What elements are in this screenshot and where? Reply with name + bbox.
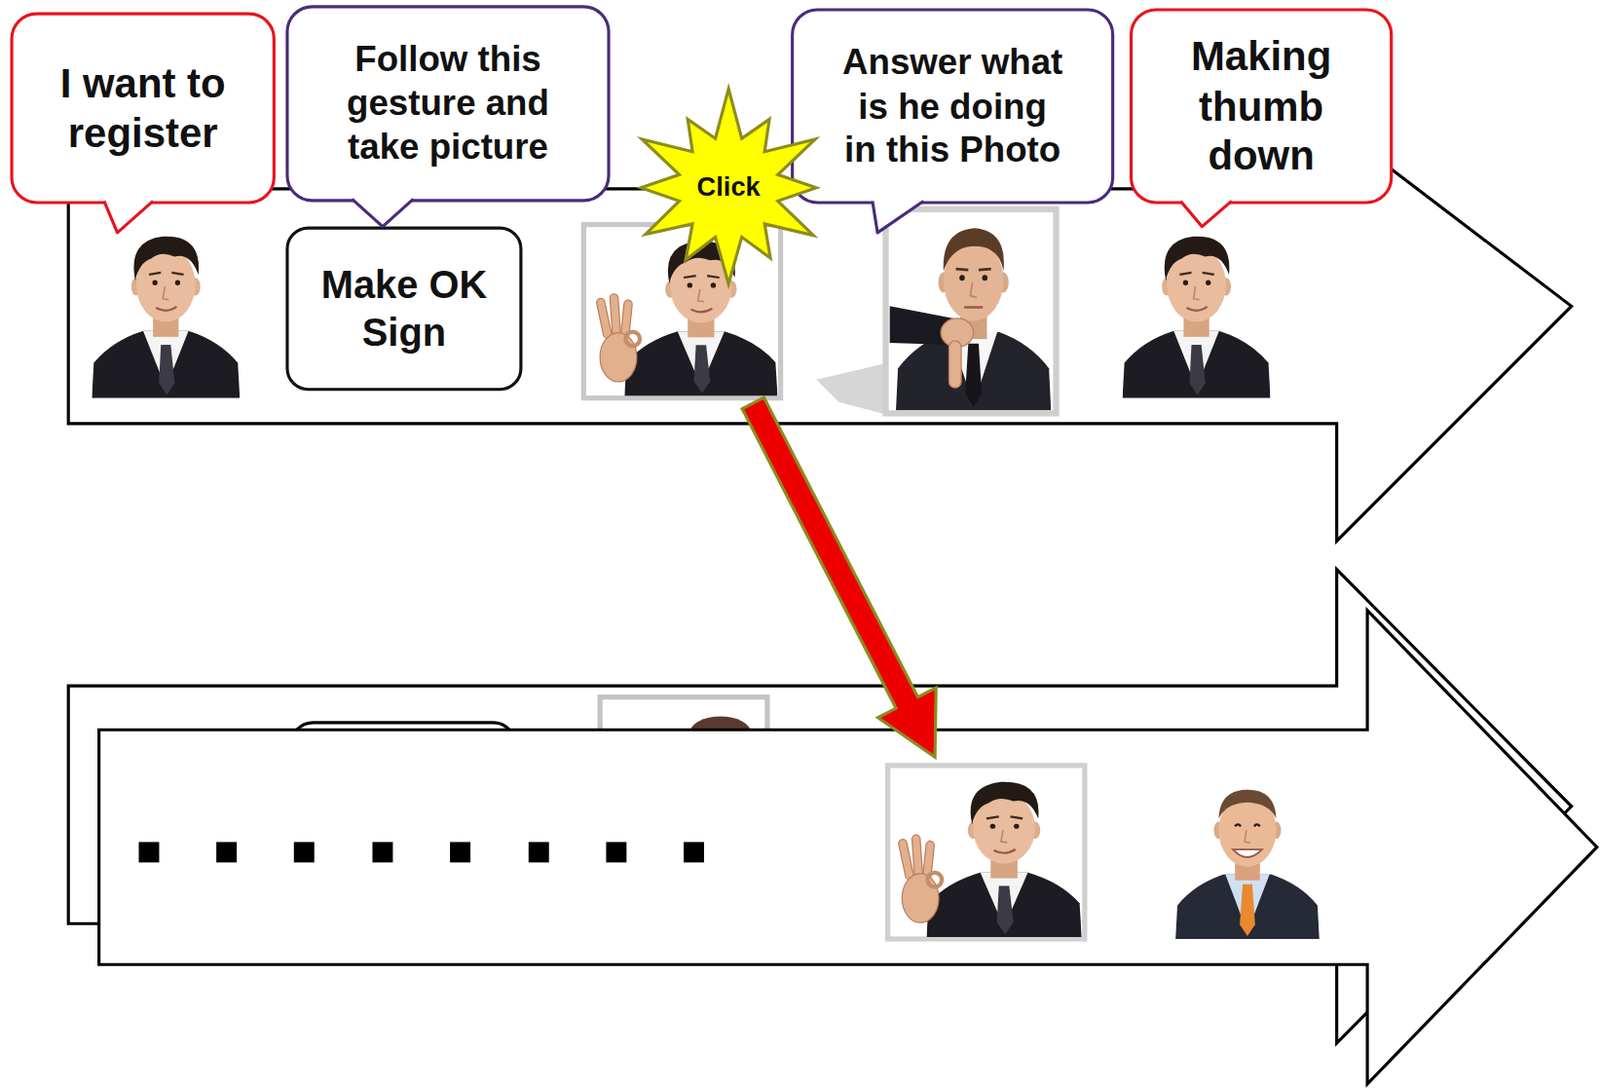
user-photo <box>926 781 1081 937</box>
click-label: Click <box>697 171 761 204</box>
bubble-tail-outline <box>352 198 414 226</box>
dot <box>294 841 315 862</box>
node-text: Make OK Sign <box>297 260 512 356</box>
dot <box>216 841 237 862</box>
dot <box>528 841 550 862</box>
dot <box>372 841 393 862</box>
other-user-photo <box>1175 789 1320 939</box>
photo-shadow <box>816 363 886 414</box>
speech-bubble: I want to register <box>9 12 275 205</box>
question-photo <box>816 209 1056 415</box>
node-text: Making thumb down <box>1158 31 1364 181</box>
dot <box>449 841 471 862</box>
node-text: I want to register <box>20 58 265 158</box>
photo-frame <box>583 224 781 399</box>
dot <box>683 841 705 862</box>
speech-bubble: Follow this gesture and take picture <box>285 4 610 202</box>
flow-band-arrow <box>99 610 1598 1084</box>
speech-bubble: Making thumb down <box>1129 7 1393 204</box>
dot <box>139 841 160 862</box>
photo-frame <box>888 765 1085 939</box>
ok-hand <box>897 834 942 923</box>
bubble-tail-fill <box>104 195 153 233</box>
dot <box>605 841 627 862</box>
ok-hand <box>595 294 640 382</box>
bubble-tail-fill <box>352 193 414 227</box>
captured-photo <box>583 224 781 399</box>
click-starburst: Click <box>622 87 835 288</box>
stored-photo <box>888 765 1085 939</box>
node-text: Follow this gesture and take picture <box>320 37 576 169</box>
transfer-arrow <box>723 388 964 773</box>
speech-bubble: Answer what is he doing in this Photo <box>790 7 1115 204</box>
photo-frame <box>886 209 1057 414</box>
red-arrow <box>723 388 964 773</box>
bubble-tail-outline <box>1180 200 1231 226</box>
user-photo <box>1122 236 1271 399</box>
ellipsis-dots <box>139 841 705 862</box>
user-photo <box>624 240 778 396</box>
gesture-box: Make OK Sign <box>285 226 522 392</box>
node-text: Answer what is he doing in this Photo <box>839 40 1066 172</box>
bubble-tail-fill <box>872 195 924 233</box>
thumb <box>948 340 962 388</box>
bubble-tail-fill <box>1180 195 1231 226</box>
bubble-tail-outline <box>872 200 924 232</box>
user-photo <box>91 236 240 399</box>
bubble-tail-outline <box>104 200 153 232</box>
